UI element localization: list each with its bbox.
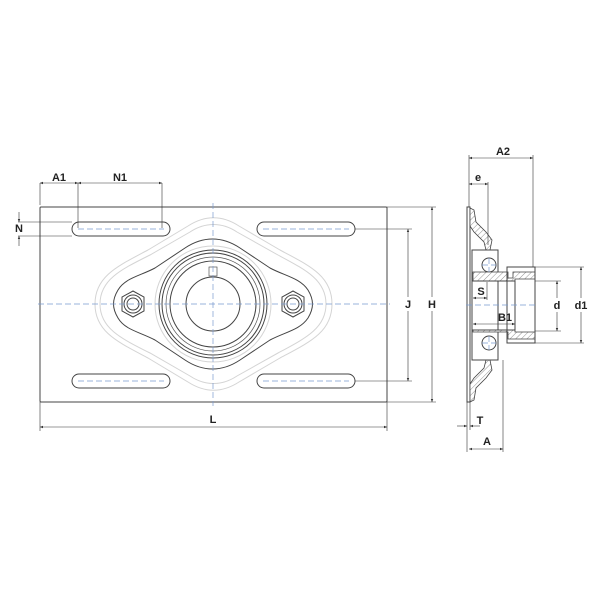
side-dimensions: A2 e S B1 d d1 T A: [457, 146, 590, 452]
front-view: [38, 203, 390, 406]
dim-label-A: A: [483, 436, 491, 448]
base-plate: [39, 206, 388, 403]
dim-label-e: e: [475, 172, 481, 184]
front-dimensions: A1 N1 N J H L: [15, 172, 439, 431]
dim-label-L: L: [210, 414, 217, 426]
flange-housing: [113, 238, 313, 370]
dim-label-A1: A1: [52, 172, 66, 184]
slot-top-left: [71, 221, 171, 237]
side-plate: [466, 206, 471, 403]
flange-section-top: [469, 207, 493, 251]
dim-label-S: S: [477, 286, 484, 298]
inner-ring-top: [472, 271, 536, 282]
dim-label-B1: B1: [498, 312, 512, 324]
flange-section-bottom: [469, 359, 493, 403]
side-view: [466, 206, 538, 403]
slot-bottom-left: [71, 373, 171, 389]
dim-label-N1: N1: [113, 172, 127, 184]
dim-label-N: N: [15, 223, 23, 235]
dim-label-d1: d1: [575, 300, 588, 312]
inner-ring-bottom: [472, 329, 536, 340]
dim-label-d: d: [554, 300, 561, 312]
dim-label-A2: A2: [496, 146, 510, 158]
dim-label-J: J: [405, 299, 411, 311]
dim-label-T: T: [477, 415, 484, 427]
dim-label-H: H: [428, 299, 436, 311]
